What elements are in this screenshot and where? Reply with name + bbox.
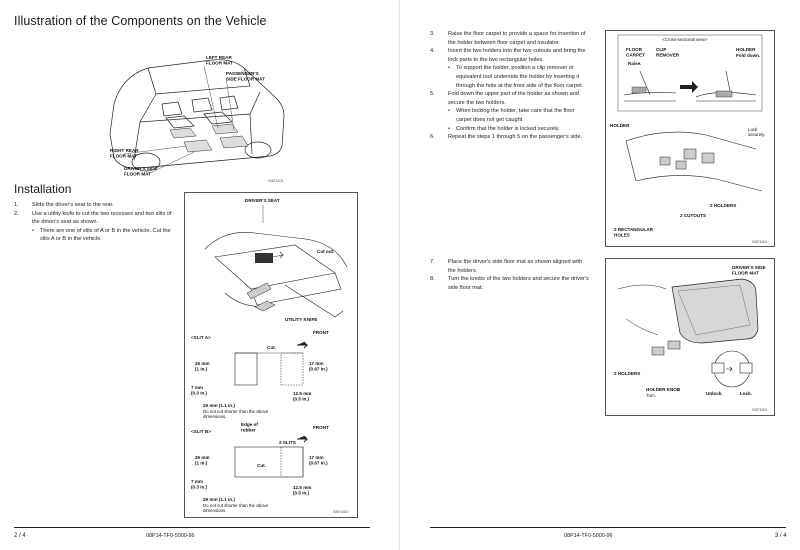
two-holders-label: 2 HOLDERS xyxy=(614,371,640,376)
step-2: 2. Use a utility knife to cut the two rec… xyxy=(14,210,174,244)
turn-label: Turn. xyxy=(646,393,656,398)
cut-out-label: Cut out. xyxy=(317,249,334,254)
slit-b-dim-29: 29 mm (1.1 in.) xyxy=(203,497,235,502)
step-number: 3. xyxy=(430,31,435,37)
slit-a-tag: <SLIT A> xyxy=(191,335,211,340)
step-text: Use a utility knife to cut the two reces… xyxy=(32,210,172,226)
step-number: 4. xyxy=(430,48,435,55)
holder-knob-label: HOLDER KNOB xyxy=(646,387,681,392)
document-number: 08P14-TF0-5000-96 xyxy=(146,533,195,539)
page-folio: 2 / 4 xyxy=(14,533,26,539)
figure-code: S08712C5 xyxy=(268,179,283,183)
figure-code: S08710D4 xyxy=(333,510,348,514)
slit-a-dim-29: 29 mm (1.1 in.) xyxy=(203,403,235,408)
slit-b-tag: <SLIT B> xyxy=(191,429,211,434)
slit-b-front: FRONT xyxy=(313,425,329,430)
installation-heading: Installation xyxy=(14,182,72,196)
step-number: 8. xyxy=(430,276,435,283)
step-number: 7. xyxy=(430,259,435,265)
step-number: 5. xyxy=(430,91,435,98)
right-page: 3. Raise the floor carpet to provide a sp… xyxy=(400,0,800,550)
installation-steps: 1. Slide the driver's seat to the rear. 2… xyxy=(14,201,174,244)
step-text: Raise the floor carpet to provide a spac… xyxy=(448,31,586,46)
steps-7-to-8: 7. Place the driver's side floor mat as s… xyxy=(430,258,590,292)
slit-b-dim-26: 26 mm(1 in.) xyxy=(195,455,210,465)
two-holders-label: 2 HOLDERS xyxy=(710,203,736,208)
step-text: Slide the driver's seat to the rear. xyxy=(32,202,114,208)
step-6: 6. Repeat the steps 1 through 5 on the pa… xyxy=(430,133,590,142)
step-text: Turn the knobs of the two holders and se… xyxy=(448,276,589,291)
step-1: 1. Slide the driver's seat to the rear. xyxy=(14,201,174,210)
step-text: Insert the two holders into the two cuto… xyxy=(448,48,586,63)
step-number: 6. xyxy=(430,134,435,141)
slit-b-cut: Cut. xyxy=(257,463,266,468)
slit-a-cut: Cut. xyxy=(267,345,276,350)
raise-label: Raise. xyxy=(628,61,642,66)
holder-label: HOLDER xyxy=(736,47,756,52)
two-cutouts-label: 2 CUTOUTS xyxy=(680,213,706,218)
step-text: Place the driver's side floor mat as sho… xyxy=(448,259,583,274)
left-page: Illustration of the Components on the Ve… xyxy=(0,0,400,550)
utility-knife-label: UTILITY KNIFE xyxy=(285,317,317,322)
slit-a-dim-7: 7 mm(0.3 in.) xyxy=(191,385,208,395)
document-number: 08P14-TF0-5000-96 xyxy=(564,533,613,539)
slit-b-slits: 2 SLITS xyxy=(279,440,296,445)
slit-a-dim-17: 17 mm(0.67 in.) xyxy=(309,361,328,371)
step-text: Repeat the steps 1 through 5 on the pass… xyxy=(448,134,583,141)
step-8: 8. Turn the knobs of the two holders and … xyxy=(430,275,590,292)
lock-label: Lock. xyxy=(740,391,752,396)
step-3: 3. Raise the floor carpet to provide a sp… xyxy=(430,30,590,47)
step-7: 7. Place the driver's side floor mat as s… xyxy=(430,258,590,275)
step-number: 2. xyxy=(14,210,19,217)
step-number: 1. xyxy=(14,202,19,208)
step-4: 4. Insert the two holders into the two cu… xyxy=(430,47,590,90)
figure-code: S08710D4 xyxy=(752,240,767,244)
page-title: Illustration of the Components on the Ve… xyxy=(14,14,267,28)
figure-code: S08710D4 xyxy=(752,408,767,412)
drivers-seat-label: DRIVER'S SEAT xyxy=(245,198,280,203)
step-5: 5. Fold down the upper part of the holder… xyxy=(430,90,590,133)
fold-down-label: Fold down. xyxy=(736,53,760,58)
slit-a-dim-26: 26 mm(1 in.) xyxy=(195,361,210,371)
cross-section-label: <Cross-sectional view> xyxy=(662,37,708,42)
holder-side-label: HOLDER xyxy=(610,123,630,128)
slit-b-dim-12: 12.5 mm(0.5 in.) xyxy=(293,485,311,495)
slit-b-dim-7: 7 mm(0.3 in.) xyxy=(191,479,208,489)
steps-3-to-6: 3. Raise the floor carpet to provide a sp… xyxy=(430,30,590,142)
slit-a-dim-12: 12.5 mm(0.5 in.) xyxy=(293,391,311,401)
step-5-bullet-2: Confirm that the holder is locked secure… xyxy=(448,125,590,134)
step-4-bullet: To support the holder, position a clip r… xyxy=(448,64,590,90)
step-2-bullet: There are one of slits of A or B in the … xyxy=(32,227,174,244)
footer-rule xyxy=(430,527,786,528)
step-5-bullet-1: When locking the holder, take care that … xyxy=(448,107,590,124)
step-text: Fold down the upper part of the holder a… xyxy=(448,91,579,106)
seat-cutting-figure: DRIVER'S SEAT Cut out. UTILITY KNIFE <SL… xyxy=(184,192,358,518)
footer-rule xyxy=(14,527,370,528)
slit-b-dim-17: 17 mm(0.67 in.) xyxy=(309,455,328,465)
unlock-label: Unlock. xyxy=(706,391,723,396)
page-gutter xyxy=(399,0,400,550)
page-folio: 3 / 4 xyxy=(775,533,787,539)
slit-a-front: FRONT xyxy=(313,330,329,335)
